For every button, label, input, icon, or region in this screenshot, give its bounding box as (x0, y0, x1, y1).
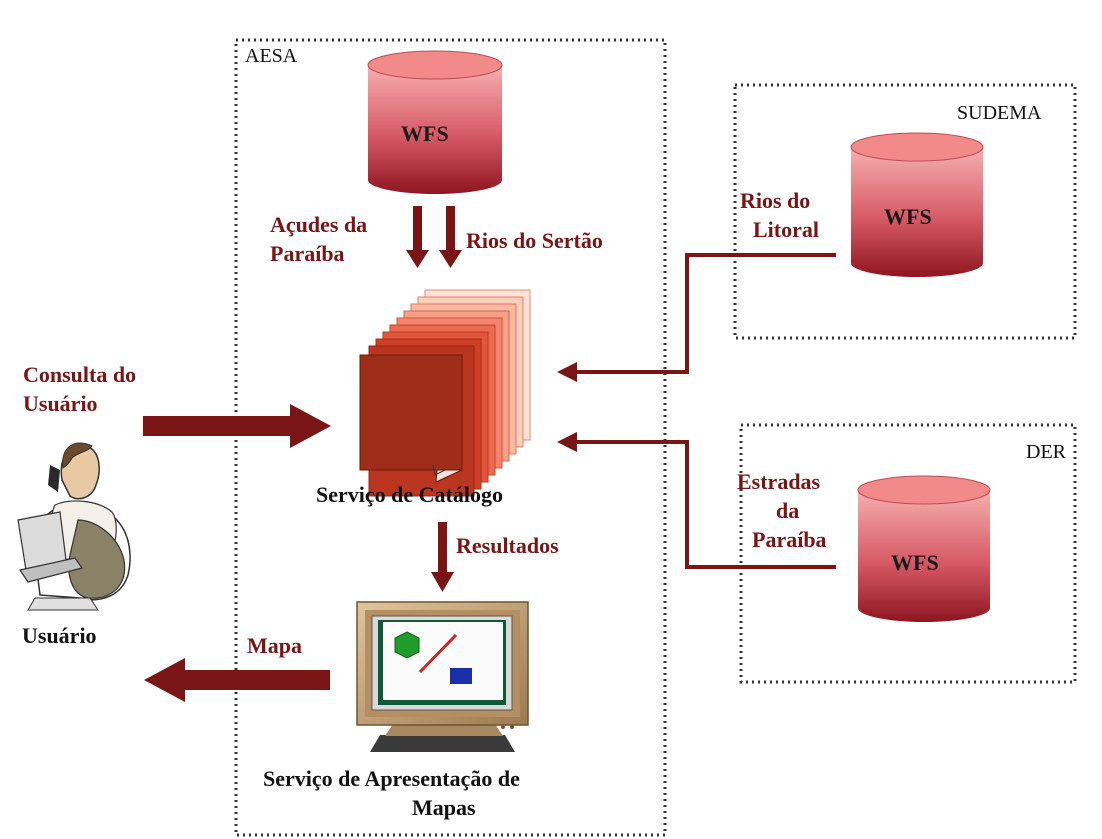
consulta-arrow (143, 404, 331, 448)
resultados-arrow (431, 522, 454, 592)
catalog-service-label: Serviço de Catálogo (316, 482, 503, 507)
usuario-label: Usuário (22, 623, 97, 648)
der-database-icon (857, 475, 991, 622)
aesa-database-icon (367, 50, 503, 194)
acudes-label-line1: Açudes da (270, 212, 368, 237)
der-box (739, 423, 1077, 684)
rios-litoral-connector (557, 253, 836, 382)
consulta-label-line2: Usuário (23, 391, 98, 416)
estradas-connector (557, 432, 836, 569)
acudes-arrow (406, 206, 429, 268)
sudema-box (733, 83, 1077, 340)
apresentacao-label-line1: Serviço de Apresentação de (263, 766, 520, 791)
resultados-label: Resultados (456, 533, 559, 558)
rios-sertao-arrow (439, 206, 462, 268)
mapa-label: Mapa (247, 633, 302, 658)
monitor-icon (356, 601, 529, 752)
acudes-label-line2: Paraíba (270, 241, 345, 266)
estradas-label-line3: Paraíba (752, 527, 827, 552)
estradas-label-line2: da (776, 498, 800, 523)
rios-sertao-label: Rios do Sertão (466, 228, 603, 253)
der-box-title: DER (1026, 441, 1066, 463)
sudema-box-title: SUDEMA (957, 102, 1042, 124)
rios-litoral-label-line1: Rios do (740, 188, 811, 213)
consulta-label-line1: Consulta do (23, 362, 137, 387)
catalog-documents-icon (359, 289, 531, 497)
apresentacao-label-line2: Mapas (412, 795, 476, 820)
rios-litoral-label-line2: Litoral (753, 217, 819, 242)
sudema-wfs-label: WFS (884, 204, 932, 229)
estradas-label-line1: Estradas (737, 469, 821, 494)
aesa-box-title: AESA (245, 45, 298, 67)
mapa-arrow (144, 658, 330, 702)
der-wfs-label: WFS (891, 550, 939, 575)
sudema-database-icon (850, 132, 984, 277)
user-person-icon (17, 442, 131, 611)
aesa-wfs-label: WFS (401, 121, 449, 146)
